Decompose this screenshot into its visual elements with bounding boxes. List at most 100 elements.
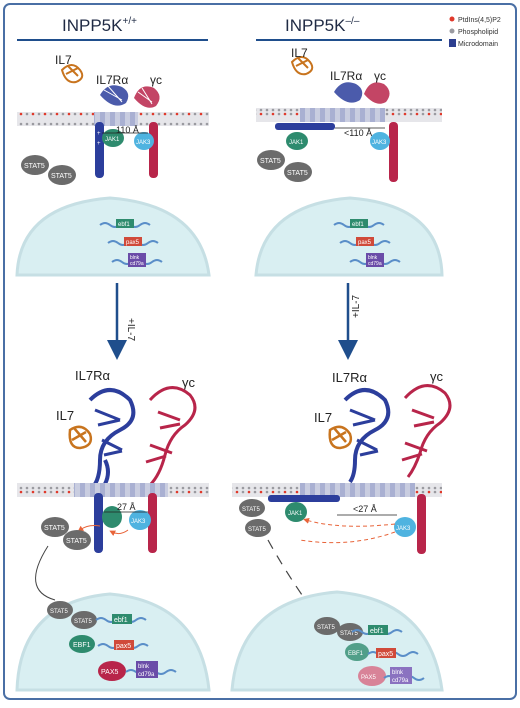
il7ra-label-ko-bottom: IL7Rα <box>332 370 367 385</box>
gene-ebf1-ko-bottom: ebf1 <box>351 625 403 635</box>
stat5-wt-nuc-a: STAT5 <box>47 601 73 619</box>
panel-ko-bottom: IL7Rα γc IL7 JAK1 JAK3 <27 Å STAT5 <box>230 369 452 692</box>
legend-ptdins-label: PtdIns(4,5)P2 <box>458 17 501 24</box>
jak1-ko-top <box>286 132 308 150</box>
stat5-wt-bottom-a: STAT5 <box>41 517 69 537</box>
il7-label-wt-bottom: IL7 <box>56 408 74 423</box>
stat5-ko-bottom-b: STAT5 <box>245 519 271 537</box>
stat5-wt-nuc-b: STAT5 <box>71 611 97 629</box>
il7ra-chain-wt-bottom <box>94 493 103 553</box>
gene-blnk-wt-bottom: blnk cd79a <box>125 661 177 678</box>
il7-ligand-wt-top: IL7 <box>55 53 84 84</box>
microdomain-ko-bottom <box>300 483 415 497</box>
svg-text:STAT5: STAT5 <box>340 631 358 637</box>
title-ko: INPP5K–/– <box>285 16 360 35</box>
jak3-ko-bottom <box>394 517 416 537</box>
svg-text:STAT5: STAT5 <box>248 527 266 533</box>
legend-microdomain-label: Microdomain <box>458 41 498 48</box>
svg-text:STAT5: STAT5 <box>317 625 335 631</box>
svg-text:blnk: blnk <box>130 255 140 261</box>
distance-wt-bottom: 27 Å <box>117 502 136 512</box>
gc-label-ko-bottom: γc <box>430 369 444 384</box>
stat5-wt-top-b: STAT5 <box>48 165 76 185</box>
svg-text:ebf1: ebf1 <box>370 628 384 635</box>
microdomain-wt-top <box>94 112 138 126</box>
ebf1-protein-ko: EBF1 <box>345 643 369 661</box>
gc-wt-top: γc <box>134 73 162 108</box>
jak3-label-ko-top: JAK3 <box>372 140 387 146</box>
svg-text:ebf1: ebf1 <box>118 222 130 228</box>
jak3-wt-bottom <box>129 510 151 530</box>
svg-text:PAX5: PAX5 <box>101 669 118 676</box>
svg-text:STAT5: STAT5 <box>74 619 92 625</box>
gc-ko-bottom <box>401 384 452 478</box>
svg-text:blnk: blnk <box>138 664 150 670</box>
svg-text:STAT5: STAT5 <box>242 507 260 513</box>
gc-label-wt-top: γc <box>150 73 162 87</box>
pax5-protein-wt: PAX5 <box>98 661 126 681</box>
distance-ko-top: <110 Å <box>344 128 372 138</box>
svg-text:STAT5: STAT5 <box>44 525 65 532</box>
distance-ko-bottom: <27 Å <box>353 504 377 514</box>
il7ra-chain-wt-top <box>95 122 104 178</box>
svg-text:STAT5: STAT5 <box>51 173 72 180</box>
gene-pax5-ko-top: pax5 <box>339 237 391 246</box>
svg-text:STAT5: STAT5 <box>287 170 308 177</box>
stat5-ko-top-a: STAT5 <box>257 150 285 170</box>
svg-text:pax5: pax5 <box>378 651 393 658</box>
svg-text:ebf1: ebf1 <box>352 222 364 228</box>
gene-pax5-wt-bottom: pax5 <box>97 640 149 650</box>
svg-text:STAT5: STAT5 <box>66 538 87 545</box>
stat5-ko-nuc-b: STAT5 <box>337 623 363 641</box>
il7ra-ko-bottom <box>343 388 391 484</box>
il7-ligand-ko-bottom <box>328 425 353 450</box>
legend-ptdins-marker <box>449 16 455 22</box>
gene-pax5-wt-top: pax5 <box>107 237 159 246</box>
svg-text:blnk: blnk <box>368 255 378 261</box>
svg-text:pax5: pax5 <box>116 643 131 650</box>
il7ra-label-wt-bottom: IL7Rα <box>75 368 110 383</box>
il7ra-chain-ko-top <box>275 123 335 130</box>
svg-text:EBF1: EBF1 <box>348 651 364 657</box>
svg-text:pax5: pax5 <box>126 240 140 246</box>
svg-text:STAT5: STAT5 <box>24 163 45 170</box>
jak1-label-ko-bottom: JAK1 <box>288 511 303 517</box>
legend: PtdIns(4,5)P2 Phospholipid Microdomain <box>449 16 501 48</box>
gene-pax5-ko-bottom: pax5 <box>367 648 419 658</box>
legend-phospholipid-marker <box>449 28 455 34</box>
svg-text:cd79a: cd79a <box>368 261 382 267</box>
stat5-ko-top-b: STAT5 <box>284 162 312 182</box>
gc-chain-ko-bottom <box>417 494 426 554</box>
gc-wt-bottom <box>145 386 197 487</box>
jak1-ko-bottom <box>285 502 307 522</box>
arrow-wt: +IL-7 <box>107 283 136 360</box>
svg-text:PAX5: PAX5 <box>361 675 377 681</box>
svg-text:EBF1: EBF1 <box>73 642 91 649</box>
gc-chain-ko-top <box>389 122 398 182</box>
stat5-ko-nuc-a: STAT5 <box>314 617 340 635</box>
il7ra-label-wt-top: IL7Rα <box>96 73 128 87</box>
distance-wt-top: 110 Å <box>116 125 139 135</box>
jak3-label-ko-bottom: JAK3 <box>396 526 411 532</box>
stat5-ko-bottom-a: STAT5 <box>239 499 265 517</box>
svg-text:+: + <box>97 141 101 147</box>
gene-blnk-wt-top: blnk cd79a <box>111 253 163 267</box>
import-path-ko <box>267 539 321 621</box>
pax5-protein-ko: PAX5 <box>358 666 386 686</box>
svg-text:STAT5: STAT5 <box>260 158 281 165</box>
il7-label-wt-top: IL7 <box>55 53 72 67</box>
svg-text:+: + <box>97 131 101 137</box>
svg-text:pax5: pax5 <box>358 240 372 246</box>
gc-ko-top: γc <box>364 69 390 104</box>
arrow-ko: +IL-7 <box>338 283 362 360</box>
gene-ebf1-wt-bottom: ebf1 <box>95 614 147 624</box>
ebf1-protein-wt: EBF1 <box>69 635 95 653</box>
il7ra-wt-top: IL7Rα <box>96 73 128 106</box>
stat5-wt-top-a: STAT5 <box>21 155 49 175</box>
title-wt: INPP5K+/+ <box>62 16 137 35</box>
gene-blnk-ko-bottom: blnk cd79a <box>383 667 425 684</box>
jak3-label-wt-bottom: JAK3 <box>131 519 146 525</box>
svg-text:ebf1: ebf1 <box>114 617 128 624</box>
il7ra-ko-top: IL7Rα <box>330 69 362 103</box>
